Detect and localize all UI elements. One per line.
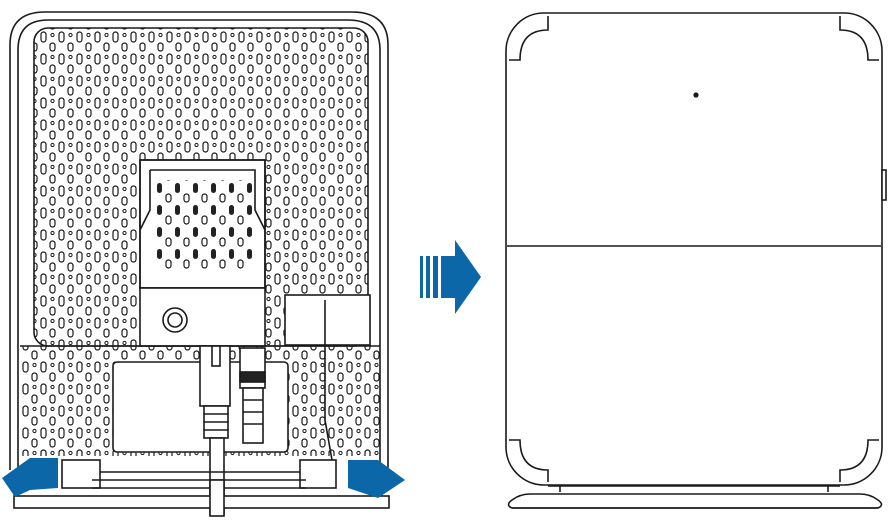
port-area — [139, 287, 266, 347]
press-left-arrow-icon — [2, 458, 58, 497]
status-led-icon — [693, 92, 699, 98]
front-shell — [505, 12, 883, 486]
press-right-arrow-icon — [348, 460, 405, 498]
power-port-icon — [162, 307, 188, 333]
base-clip-left — [61, 459, 101, 489]
front-stand-base — [507, 493, 883, 509]
stand-base — [13, 495, 390, 509]
transition-arrow-icon — [420, 240, 481, 314]
side-port-area — [284, 294, 371, 346]
dc-cable-icon — [239, 347, 266, 444]
outer-shell — [9, 11, 389, 470]
device-rear-view — [9, 11, 390, 517]
device-front-view — [505, 12, 887, 509]
side-cable — [324, 300, 333, 461]
base-clip-right — [299, 459, 337, 489]
side-button — [881, 169, 887, 201]
